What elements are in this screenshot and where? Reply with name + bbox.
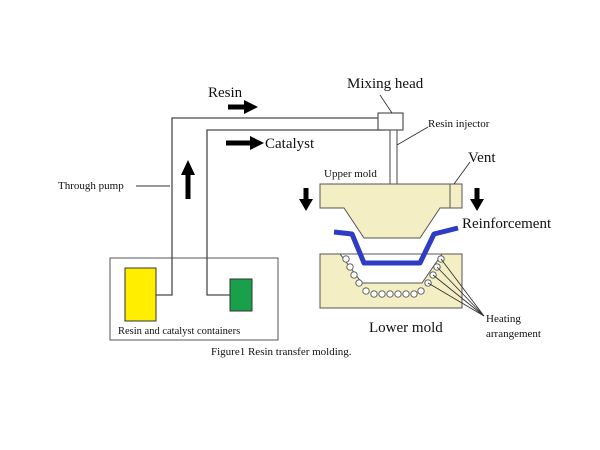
heating-leaders — [427, 258, 485, 317]
resin-label: Resin — [208, 85, 243, 101]
reinforcement-layer — [333, 225, 459, 266]
reinforcement-label: Reinforcement — [462, 216, 552, 232]
catalyst-label: Catalyst — [265, 136, 315, 152]
mixing-head-leader — [379, 94, 393, 114]
injector-leader — [396, 126, 429, 146]
vent-label: Vent — [468, 150, 496, 166]
upper-mold — [319, 183, 463, 239]
figure-caption: Figure1 Resin transfer molding. — [211, 346, 352, 358]
resin-injector-label: Resin injector — [428, 118, 490, 130]
through-pump-label: Through pump — [58, 180, 124, 192]
heating-bubbles — [342, 255, 445, 298]
catalyst-container — [229, 278, 253, 312]
heating-label-line2: arrangement — [486, 328, 541, 340]
vent-leader — [453, 161, 471, 185]
catalyst-pipe — [206, 129, 385, 296]
resin-container — [124, 267, 157, 322]
mold-down-arrow-right — [470, 188, 484, 211]
catalyst-flow-arrow — [226, 136, 264, 150]
containers-label: Resin and catalyst containers — [118, 326, 240, 337]
lower-mold-label: Lower mold — [369, 320, 443, 336]
resin-flow-arrow — [228, 100, 258, 114]
pump-flow-arrow — [181, 160, 195, 199]
mixing-head — [377, 112, 404, 131]
heating-label-line1: Heating — [486, 313, 521, 325]
mixing-head-label: Mixing head — [347, 76, 424, 92]
containers-box — [109, 257, 279, 341]
resin-pipe — [156, 117, 378, 296]
upper-mold-label: Upper mold — [324, 168, 377, 180]
mold-down-arrow-left — [299, 188, 313, 211]
